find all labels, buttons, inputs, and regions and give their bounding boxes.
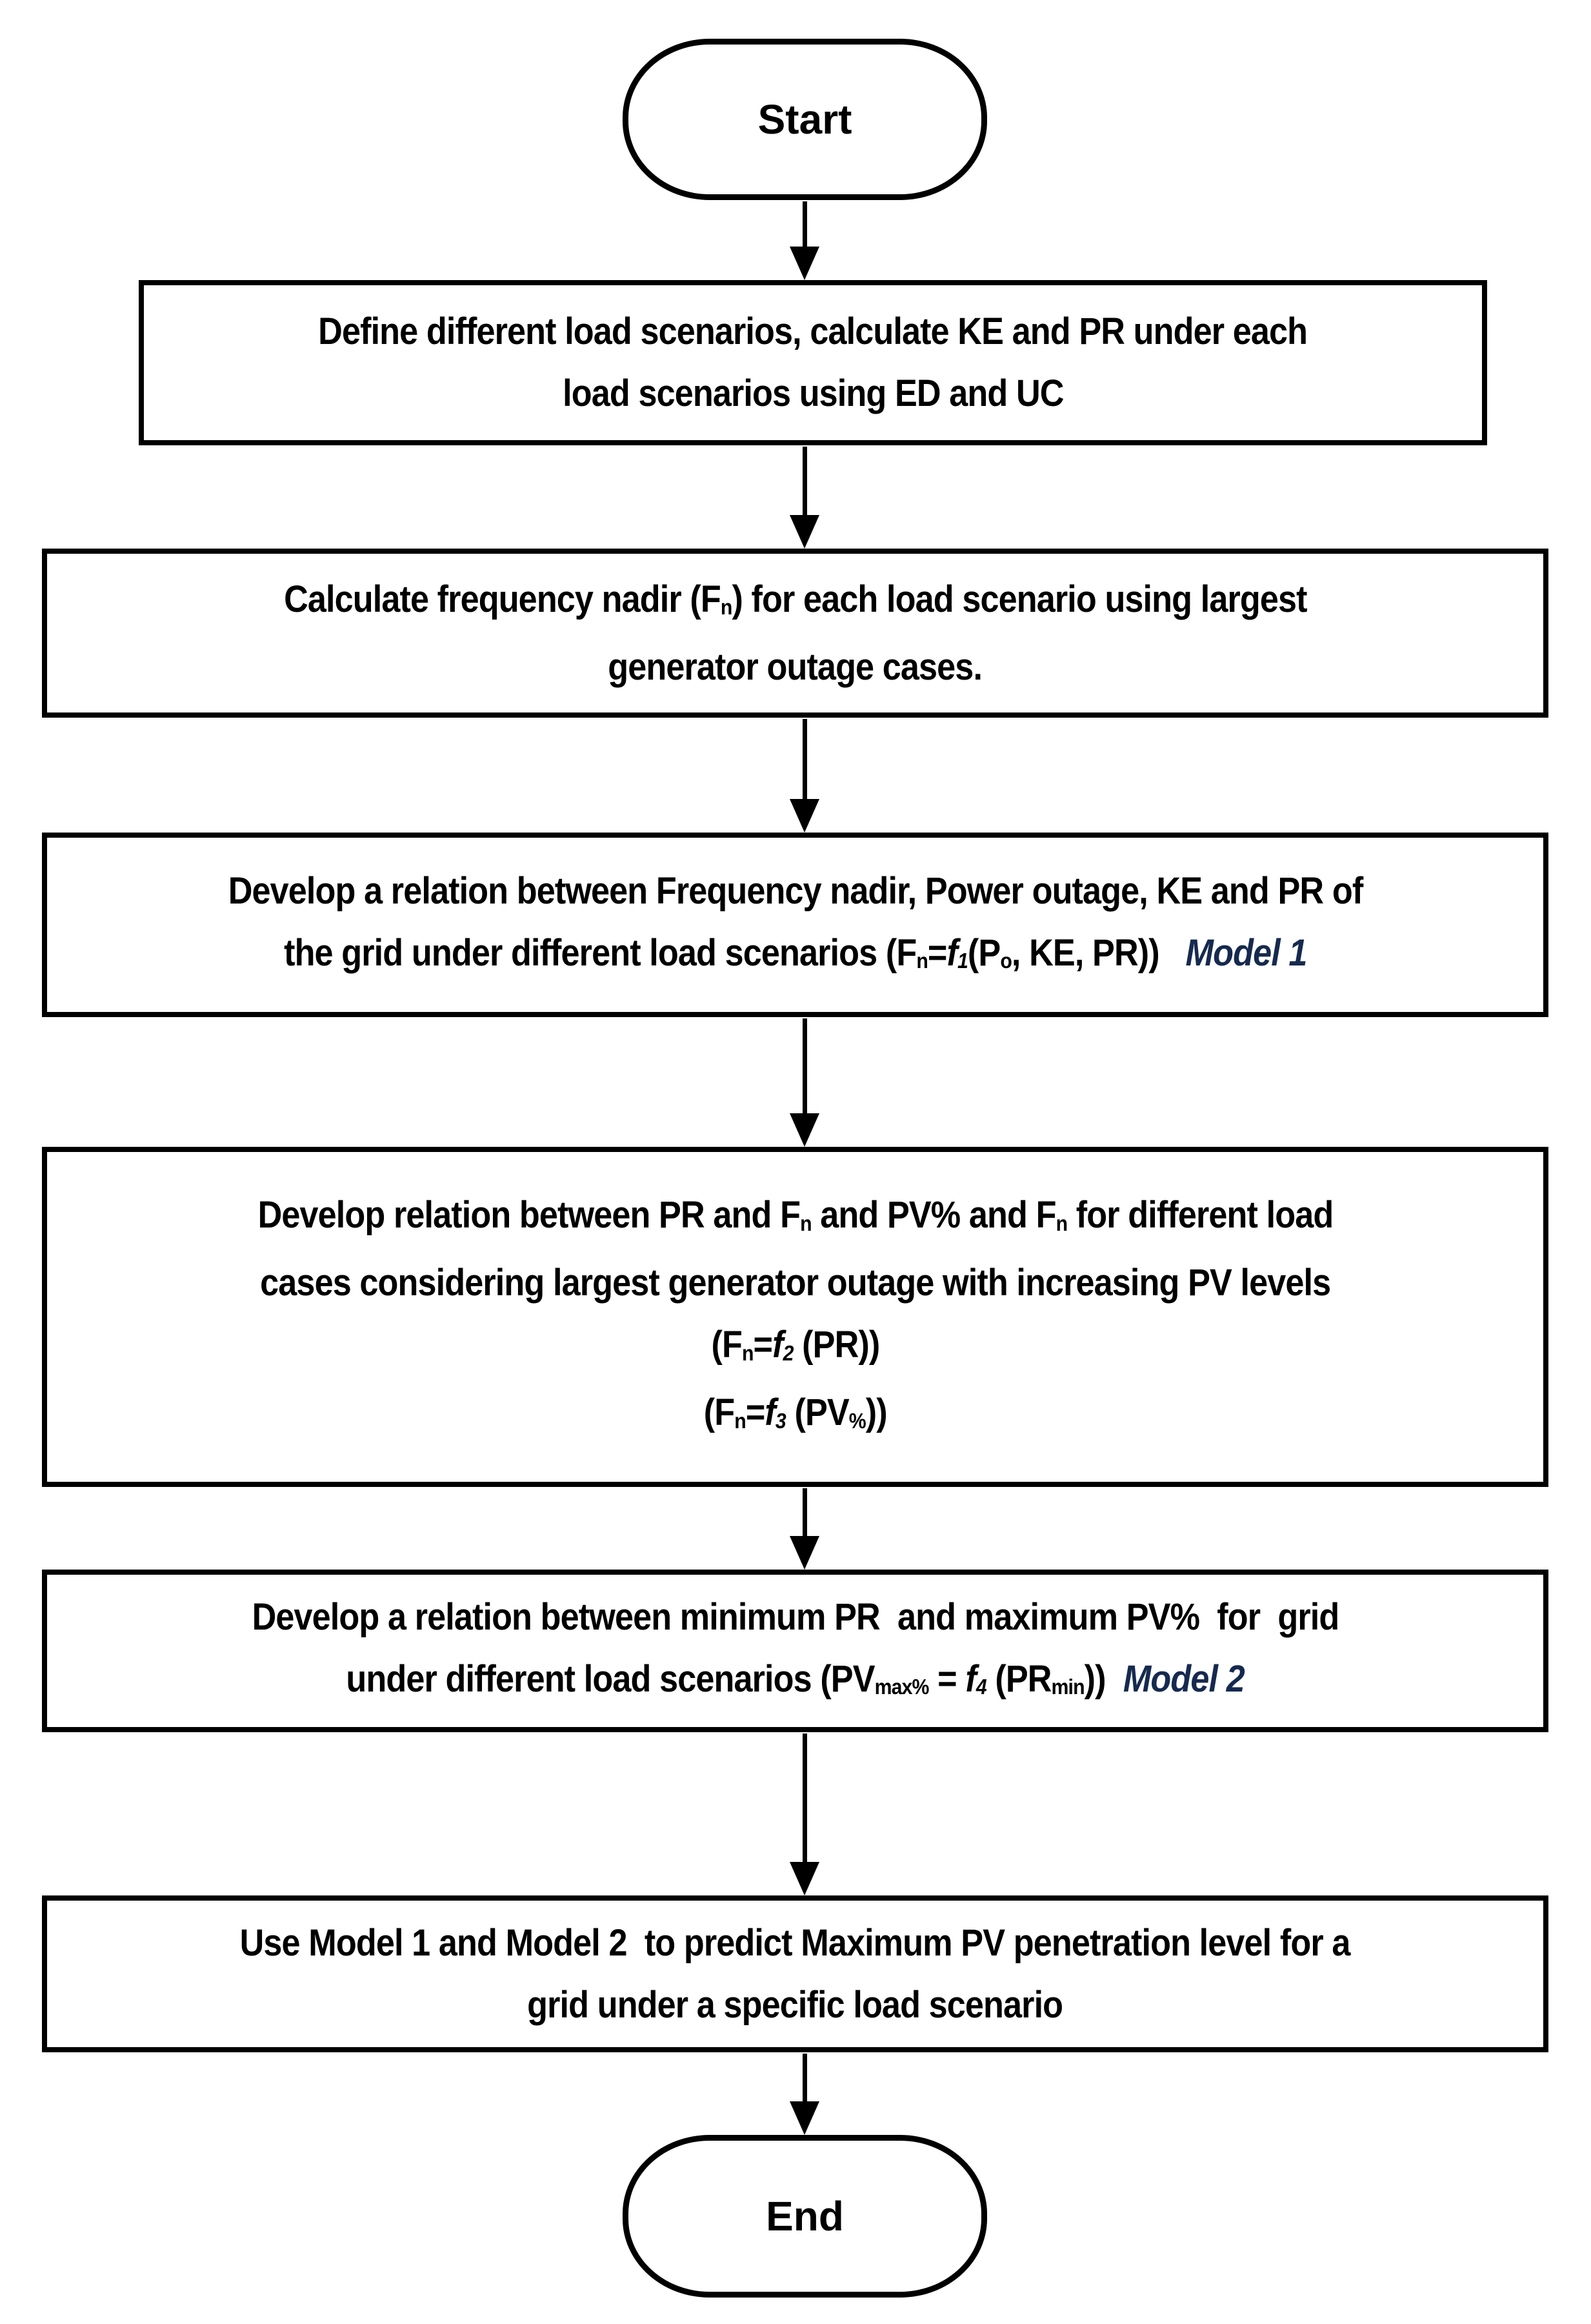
text-segment: , KE, PR)) [1011, 931, 1160, 974]
end-label: End [766, 2193, 844, 2239]
box-text-line: Calculate frequency nadir (Fn) for each … [284, 569, 1307, 636]
arrow-shaft [802, 1488, 807, 1536]
model-label: Model 1 [1185, 931, 1307, 974]
text-segment: Use Model 1 and Model 2 to predict Maxim… [240, 1921, 1351, 1964]
text-segment: n [916, 949, 928, 974]
text-segment: Develop relation between PR and F [257, 1194, 800, 1236]
text-segment: = [753, 1324, 772, 1366]
box-text-line: (Fn=f3 (PV%)) [703, 1382, 888, 1450]
text-segment: cases considering largest generator outa… [259, 1262, 1331, 1304]
text-segment: )) [1084, 1657, 1123, 1700]
text-segment: (PV [785, 1391, 849, 1433]
flow-arrow-down [790, 201, 819, 280]
arrow-shaft [802, 2054, 807, 2101]
box-text-line: the grid under different load scenarios … [283, 922, 1307, 990]
text-segment: (PR)) [793, 1324, 880, 1366]
text-segment: Develop a relation between minimum PR an… [252, 1595, 1339, 1638]
text-segment: ) for each load scenario using largest [732, 578, 1307, 620]
flow-arrow-down [790, 2054, 819, 2135]
text-segment: load scenarios using ED and UC [562, 372, 1064, 414]
flow-arrow-down [790, 447, 819, 549]
end-terminator: End [623, 2135, 987, 2298]
text-segment: Develop a relation between Frequency nad… [228, 869, 1363, 912]
box-text-line: under different load scenarios (PVmax% =… [346, 1648, 1245, 1716]
box-text-line: (Fn=f2 (PR)) [711, 1314, 880, 1382]
text-segment: )) [865, 1391, 888, 1433]
arrow-head-icon [790, 2101, 819, 2135]
arrow-head-icon [790, 1113, 819, 1147]
text-segment: n [741, 1341, 754, 1366]
flow-arrow-down [790, 1488, 819, 1570]
text-segment: generator outage cases. [608, 645, 983, 688]
text-segment: = [927, 931, 947, 974]
text-segment: = [745, 1391, 765, 1433]
text-segment: f [946, 931, 957, 974]
arrow-head-icon [790, 799, 819, 833]
text-segment: and PV% and F [811, 1194, 1056, 1236]
text-segment: % [848, 1409, 866, 1433]
arrow-shaft [802, 447, 807, 515]
box-text-line: Define different load scenarios, calcula… [319, 301, 1308, 363]
arrow-head-icon [790, 515, 819, 549]
box-develop-pr-pv-relations: Develop relation between PR and Fn and P… [42, 1147, 1548, 1487]
text-segment: n [734, 1409, 746, 1433]
text-segment: (F [703, 1391, 734, 1433]
text-segment: Define different load scenarios, calcula… [318, 310, 1308, 352]
arrow-shaft [802, 201, 807, 247]
arrow-shaft [802, 719, 807, 799]
box-text-line: Develop a relation between Frequency nad… [228, 860, 1363, 922]
box-develop-model-2: Develop a relation between minimum PR an… [42, 1570, 1548, 1732]
text-segment: grid under a specific load scenario [527, 1983, 1063, 2026]
text-segment: (P [967, 931, 1001, 974]
box-develop-model-1: Develop a relation between Frequency nad… [42, 833, 1548, 1017]
arrow-head-icon [790, 247, 819, 280]
text-segment: for different load [1066, 1194, 1333, 1236]
arrow-shaft [802, 1018, 807, 1113]
model-label: Model 2 [1123, 1657, 1245, 1700]
box-text-line: grid under a specific load scenario [527, 1974, 1063, 2036]
flow-arrow-down [790, 1018, 819, 1147]
text-segment: = [928, 1657, 966, 1700]
flow-arrow-down [790, 1733, 819, 1895]
box-text-line: cases considering largest generator outa… [259, 1252, 1331, 1314]
text-segment: Calculate frequency nadir (F [283, 578, 721, 620]
text-segment: o [1000, 949, 1012, 974]
text-segment: f [765, 1391, 775, 1433]
start-label: Start [757, 96, 852, 143]
box-text-line: Develop a relation between minimum PR an… [252, 1586, 1339, 1648]
arrow-head-icon [790, 1862, 819, 1895]
box-text-line: Develop relation between PR and Fn and P… [257, 1184, 1334, 1252]
text-segment: 4 [976, 1675, 987, 1700]
box-calculate-frequency-nadir: Calculate frequency nadir (Fn) for each … [42, 549, 1548, 718]
text-segment: f [965, 1657, 976, 1700]
flow-arrow-down [790, 719, 819, 833]
text-segment: 2 [783, 1341, 794, 1366]
text-segment: the grid under different load scenarios … [283, 931, 917, 974]
text-segment: min [1051, 1675, 1085, 1700]
text-segment: max% [874, 1675, 930, 1700]
text-segment: f [772, 1324, 783, 1366]
box-define-load-scenarios: Define different load scenarios, calcula… [139, 280, 1487, 445]
text-segment: under different load scenarios (PV [346, 1657, 875, 1700]
text-segment: (PR [986, 1657, 1052, 1700]
text-segment [1159, 932, 1185, 974]
box-text-line: generator outage cases. [608, 636, 983, 698]
text-segment: 3 [775, 1409, 786, 1433]
text-segment: n [799, 1211, 812, 1236]
text-segment: (F [711, 1324, 742, 1366]
text-segment: 1 [957, 949, 968, 974]
box-text-line: Use Model 1 and Model 2 to predict Maxim… [240, 1912, 1351, 1974]
arrow-shaft [802, 1733, 807, 1862]
box-text-line: load scenarios using ED and UC [562, 363, 1064, 425]
text-segment: n [1056, 1211, 1067, 1236]
text-segment: n [720, 596, 732, 620]
arrow-head-icon [790, 1536, 819, 1570]
start-terminator: Start [623, 39, 987, 200]
box-predict-max-pv: Use Model 1 and Model 2 to predict Maxim… [42, 1895, 1548, 2052]
